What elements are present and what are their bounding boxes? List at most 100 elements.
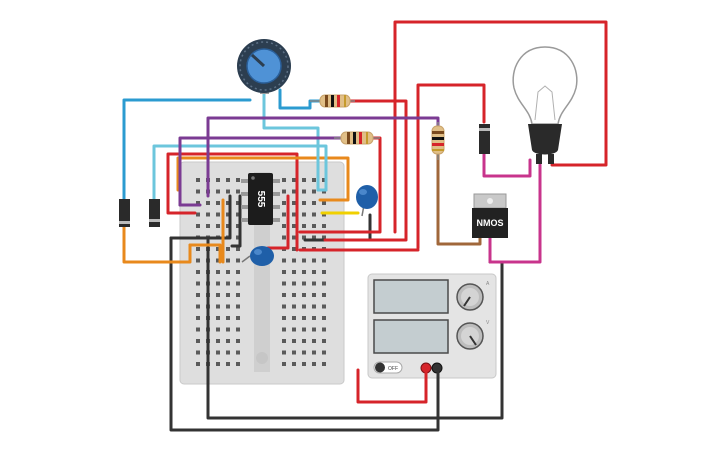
breadboard-hole[interactable] (292, 316, 296, 320)
power-supply-knob-2[interactable] (456, 322, 484, 350)
breadboard-hole[interactable] (322, 281, 326, 286)
wire-magenta-drain[interactable] (488, 163, 542, 264)
breadboard-hole[interactable] (292, 235, 296, 240)
breadboard-hole[interactable] (292, 304, 296, 309)
wire-orange-diode[interactable] (122, 223, 192, 264)
wire-red-bulb[interactable] (393, 20, 608, 234)
breadboard-hole[interactable] (236, 178, 240, 182)
breadboard-hole[interactable] (302, 201, 306, 205)
wire-orange-top[interactable] (176, 156, 350, 202)
light-bulb[interactable] (512, 46, 578, 164)
breadboard-hole[interactable] (282, 224, 286, 228)
breadboard-hole[interactable] (196, 362, 200, 366)
breadboard-hole[interactable] (226, 258, 230, 263)
breadboard-hole[interactable] (312, 350, 316, 355)
breadboard-hole[interactable] (196, 178, 200, 182)
breadboard-hole[interactable] (216, 212, 220, 217)
breadboard-hole[interactable] (312, 235, 316, 240)
wire-blue-potentiometer[interactable] (122, 98, 252, 202)
breadboard-hole[interactable] (216, 339, 220, 343)
wire-magenta-diode[interactable] (482, 152, 532, 178)
wire-purple-resistor[interactable] (178, 136, 342, 207)
breadboard-hole[interactable] (312, 339, 316, 343)
breadboard-hole[interactable] (282, 293, 286, 297)
breadboard-hole[interactable] (292, 212, 296, 217)
wire-black-short[interactable] (230, 194, 242, 248)
breadboard-hole[interactable] (236, 224, 240, 228)
breadboard-hole[interactable] (226, 247, 230, 251)
breadboard-hole[interactable] (226, 212, 230, 217)
wire-lightblue-pot[interactable] (262, 90, 320, 192)
breadboard-hole[interactable] (236, 212, 240, 217)
breadboard-hole[interactable] (236, 339, 240, 343)
power-supply[interactable]: A V OFF (367, 273, 497, 379)
breadboard-hole[interactable] (282, 178, 286, 182)
breadboard-hole[interactable] (282, 327, 286, 332)
breadboard-hole[interactable] (216, 281, 220, 286)
breadboard-hole[interactable] (302, 235, 306, 240)
resistor-3[interactable] (431, 122, 445, 160)
resistor-2[interactable] (334, 131, 380, 145)
breadboard-hole[interactable] (196, 201, 200, 205)
breadboard-hole[interactable] (302, 189, 306, 194)
breadboard-hole[interactable] (226, 201, 230, 205)
breadboard-hole[interactable] (236, 247, 240, 251)
breadboard-hole[interactable] (312, 270, 316, 274)
breadboard-hole[interactable] (282, 304, 286, 309)
breadboard-hole[interactable] (216, 304, 220, 309)
breadboard-hole[interactable] (216, 247, 220, 251)
breadboard-hole[interactable] (282, 281, 286, 286)
breadboard-hole[interactable] (322, 201, 326, 205)
breadboard-hole[interactable] (236, 350, 240, 355)
capacitor-1[interactable] (356, 185, 378, 217)
breadboard-hole[interactable] (236, 281, 240, 286)
breadboard-hole[interactable] (216, 350, 220, 355)
breadboard-hole[interactable] (236, 189, 240, 194)
breadboard-hole[interactable] (292, 258, 296, 263)
wire-black-ic-ground[interactable] (169, 194, 232, 240)
wire-red-resistor-1[interactable] (323, 99, 408, 242)
power-supply-knob-1[interactable] (456, 283, 484, 311)
breadboard-hole[interactable] (216, 189, 220, 194)
breadboard-hole[interactable] (196, 350, 200, 355)
breadboard-hole[interactable] (196, 270, 200, 274)
breadboard-hole[interactable] (302, 293, 306, 297)
resistor-1[interactable] (310, 94, 355, 108)
breadboard-hole[interactable] (292, 350, 296, 355)
breadboard-hole[interactable] (196, 339, 200, 343)
breadboard-hole[interactable] (282, 235, 286, 240)
breadboard-hole[interactable] (196, 258, 200, 263)
breadboard-hole[interactable] (312, 212, 316, 217)
breadboard-hole[interactable] (292, 362, 296, 366)
breadboard-hole[interactable] (282, 350, 286, 355)
breadboard-hole[interactable] (312, 362, 316, 366)
breadboard-hole[interactable] (216, 258, 220, 263)
breadboard-hole[interactable] (322, 304, 326, 309)
wire-black-ground-loop[interactable] (169, 236, 440, 432)
breadboard-hole[interactable] (216, 293, 220, 297)
breadboard-hole[interactable] (282, 316, 286, 320)
breadboard-hole[interactable] (226, 339, 230, 343)
breadboard-hole[interactable] (322, 316, 326, 320)
breadboard-hole[interactable] (322, 293, 326, 297)
breadboard-hole[interactable] (226, 304, 230, 309)
breadboard-hole[interactable] (302, 281, 306, 286)
wire-blue-pot-resistor[interactable] (278, 88, 324, 110)
breadboard-hole[interactable] (216, 270, 220, 274)
ic-555[interactable]: 555 (241, 173, 280, 225)
breadboard-hole[interactable] (312, 304, 316, 309)
breadboard-hole[interactable] (312, 224, 316, 228)
breadboard-hole[interactable] (302, 270, 306, 274)
breadboard-hole[interactable] (322, 178, 326, 182)
diode-2[interactable] (149, 199, 160, 227)
breadboard-hole[interactable] (292, 178, 296, 182)
breadboard-hole[interactable] (292, 201, 296, 205)
breadboard-hole[interactable] (322, 362, 326, 366)
breadboard-hole[interactable] (322, 350, 326, 355)
breadboard-hole[interactable] (236, 362, 240, 366)
breadboard-hole[interactable] (312, 189, 316, 194)
breadboard-hole[interactable] (302, 224, 306, 228)
breadboard-hole[interactable] (226, 316, 230, 320)
breadboard-hole[interactable] (206, 201, 210, 205)
breadboard-hole[interactable] (282, 258, 286, 263)
